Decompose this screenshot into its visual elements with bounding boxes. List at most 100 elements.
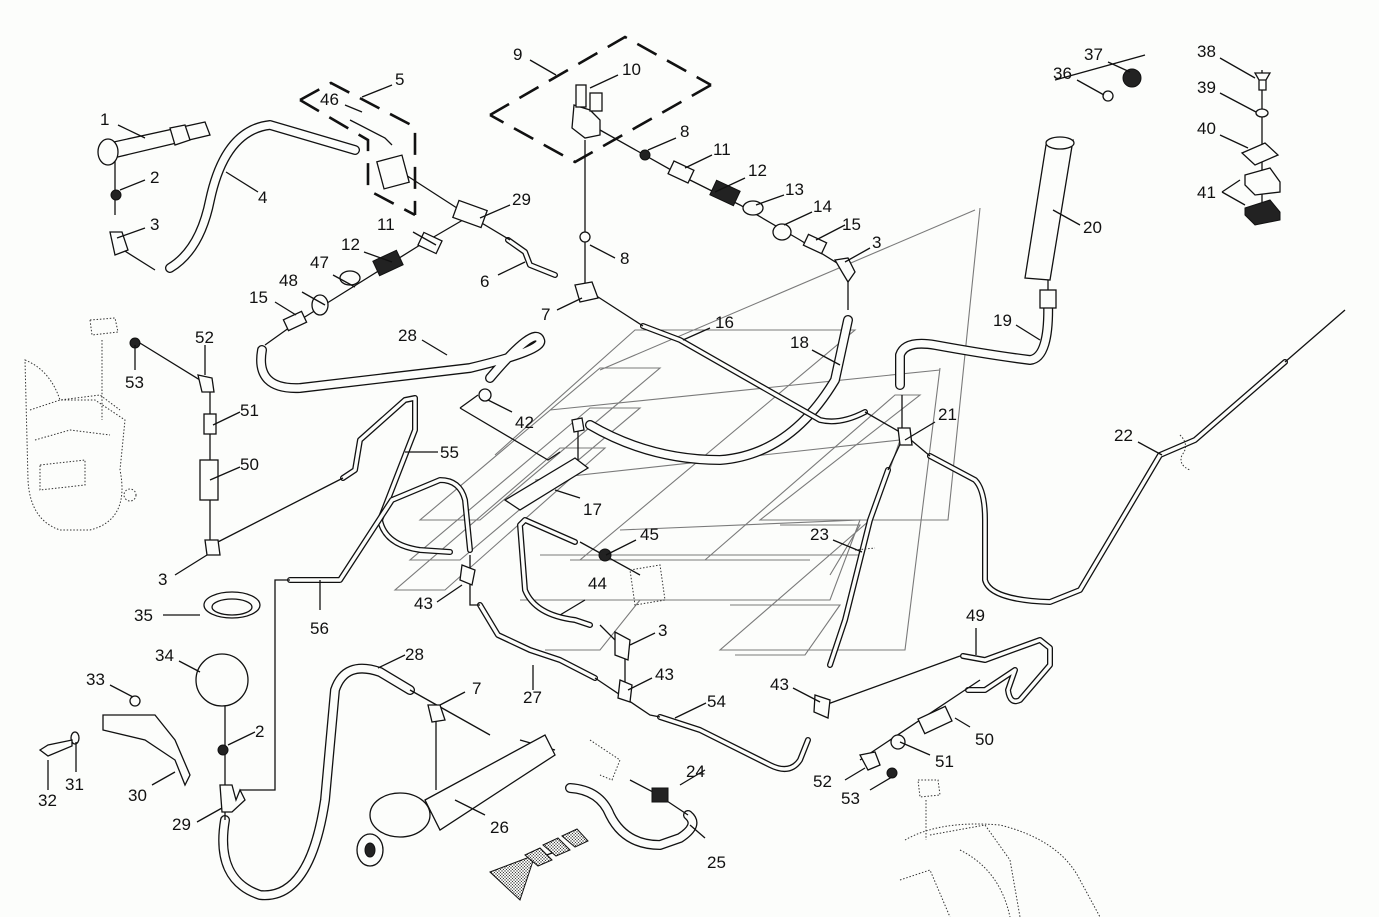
part-8-fitting-b [579, 231, 591, 243]
part-38-bolt [1253, 72, 1272, 91]
callout-53-b: 53 [841, 789, 860, 808]
callout-1: 1 [100, 110, 109, 129]
callout-55: 55 [440, 443, 459, 462]
part-17-tube [503, 457, 590, 511]
callout-17: 17 [583, 500, 602, 519]
callout-10: 10 [622, 60, 641, 79]
part-51-fitting-b [890, 734, 906, 750]
callout-32: 32 [38, 791, 57, 810]
callout-29-b: 29 [172, 815, 191, 834]
callout-7-b: 7 [472, 679, 481, 698]
part-21-cross [897, 427, 913, 446]
pipe-break-mark-23 [854, 547, 876, 551]
part-32-bolt [38, 739, 73, 757]
left-motor-outline [24, 317, 137, 531]
part-15-coupling [802, 233, 828, 255]
parts [38, 68, 1281, 901]
callout-8: 8 [680, 122, 689, 141]
callout-15: 15 [842, 215, 861, 234]
part-34-accumulator [195, 653, 249, 707]
callout-2-b: 2 [255, 722, 264, 741]
part-15-coupling-b [282, 310, 308, 332]
callout-28: 28 [398, 326, 417, 345]
callout-33: 33 [86, 670, 105, 689]
valve-group-box-5 [299, 81, 417, 217]
callout-8-b: 8 [620, 249, 629, 268]
part-46-lever [349, 119, 393, 146]
part-42-washer [478, 388, 492, 402]
callout-42: 42 [515, 413, 534, 432]
part-3-elbow [109, 231, 129, 256]
part-3-elbow-c [204, 539, 221, 556]
part-43-tee [459, 564, 476, 586]
callout-43-b: 43 [655, 665, 674, 684]
part-53-fitting-b [886, 767, 898, 779]
callout-45: 45 [640, 525, 659, 544]
callout-3-c: 3 [158, 570, 167, 589]
callout-3-d: 3 [658, 621, 667, 640]
callout-49: 49 [966, 606, 985, 625]
part-24-fitting [651, 787, 669, 803]
callout-43: 43 [414, 594, 433, 613]
callout-39: 39 [1197, 78, 1216, 97]
part-12-coupling-b [372, 249, 404, 277]
part-1-pin [97, 121, 211, 166]
pipes [287, 237, 1288, 772]
part-3-elbow-d [614, 630, 631, 661]
callout-21: 21 [938, 405, 957, 424]
part-20-cylinder [1024, 136, 1075, 309]
callout-40: 40 [1197, 119, 1216, 138]
part-10-solenoid-valve [571, 84, 603, 139]
callout-19: 19 [993, 311, 1012, 330]
callout-51-b: 51 [935, 752, 954, 771]
callout-47: 47 [310, 253, 329, 272]
part-7-tee [574, 281, 599, 303]
callout-2: 2 [150, 168, 159, 187]
right-motor-outline [899, 779, 1101, 917]
part-3-elbow-b [833, 257, 856, 284]
callout-50: 50 [240, 455, 259, 474]
part-48-cap [311, 294, 329, 316]
part-2-fitting [110, 189, 122, 201]
callout-26: 26 [490, 818, 509, 837]
callout-38: 38 [1197, 42, 1216, 61]
part-52-elbow [197, 374, 215, 393]
hoses [165, 120, 1054, 901]
callout-50-b: 50 [975, 730, 994, 749]
callout-11: 11 [713, 140, 731, 159]
part-47-cap [339, 270, 361, 286]
callout-labels: 1 2 3 4 5 46 9 10 8 11 12 13 14 15 3 29 … [38, 42, 1216, 872]
callout-44: 44 [588, 574, 607, 593]
part-33-nut [129, 695, 141, 707]
callout-30: 30 [128, 786, 147, 805]
callout-36: 36 [1053, 64, 1072, 83]
callout-12-b: 12 [341, 235, 360, 254]
part-45-fitting [598, 548, 612, 562]
callout-3: 3 [150, 215, 159, 234]
callout-54: 54 [707, 692, 726, 711]
callout-34: 34 [155, 646, 174, 665]
callout-56: 56 [310, 619, 329, 638]
valve-block-outline [629, 564, 666, 606]
callout-28-b: 28 [405, 645, 424, 664]
callout-5: 5 [395, 70, 404, 89]
part-37-nut [1122, 68, 1142, 88]
part-50-filter [199, 459, 219, 501]
callout-4: 4 [258, 188, 267, 207]
part-8-fitting [639, 149, 651, 161]
callout-46: 46 [320, 90, 339, 109]
callout-52: 52 [195, 328, 214, 347]
callout-3-b: 3 [872, 233, 881, 252]
callout-48: 48 [279, 271, 298, 290]
callout-31: 31 [65, 775, 84, 794]
part-41-clamp-top [1244, 167, 1281, 196]
part-39-washer [1255, 108, 1269, 118]
callout-25: 25 [707, 853, 726, 872]
part-26-cylinder [356, 734, 556, 867]
part-17-elbow [571, 417, 585, 433]
callout-7: 7 [541, 305, 550, 324]
part-43-tee-c [813, 694, 831, 719]
part-31-washer [70, 731, 80, 745]
callout-37: 37 [1084, 45, 1103, 64]
